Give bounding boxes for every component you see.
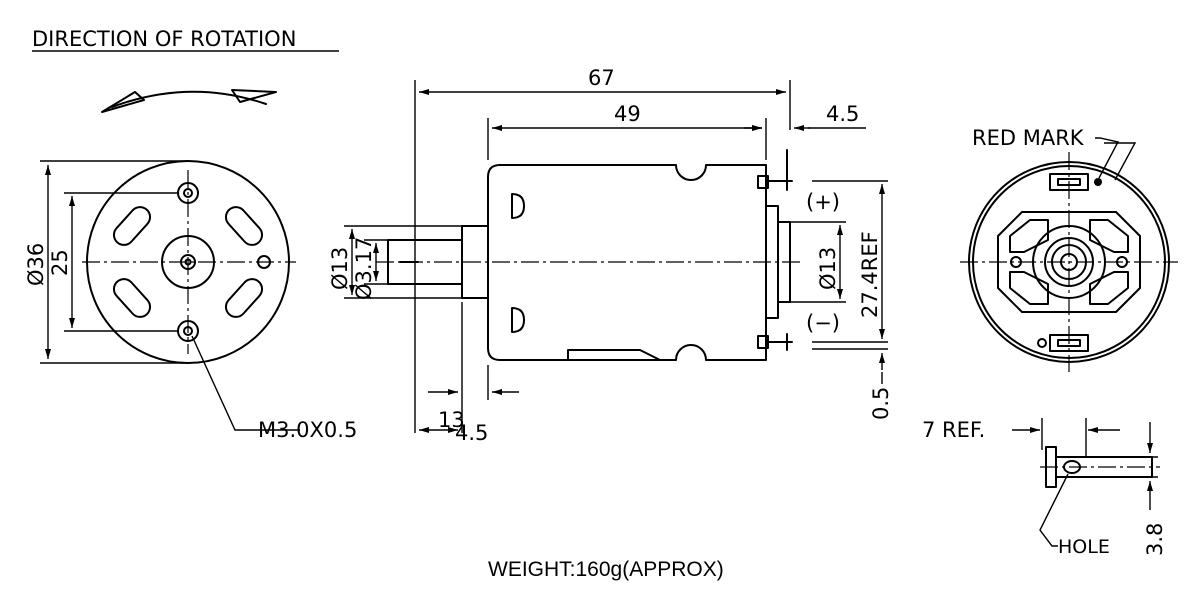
polarity-positive: (+) (806, 190, 840, 214)
thread-note: M3.0X0.5 (258, 418, 357, 442)
dim-terminal-thickness: 0.5 (869, 387, 893, 420)
rear-view: RED MARK (960, 126, 1178, 372)
title-block: DIRECTION OF ROTATION (32, 27, 339, 52)
terminal-detail: 7 REF. 3.8 HOLE (922, 418, 1167, 558)
dim-boss-length: 4.5 (455, 421, 488, 445)
dim-overall-length: 67 (588, 66, 615, 90)
hole-label: HOLE (1058, 536, 1110, 558)
front-view: Ø36 25 M3.0X0.5 (24, 160, 357, 442)
weight-note: WEIGHT:160g(APPROX) (488, 558, 724, 581)
dim-outer-diameter: Ø36 (24, 243, 48, 286)
vent-slots (112, 206, 264, 318)
dim-boss-diameter: Ø13 (328, 247, 352, 290)
red-mark-label: RED MARK (972, 126, 1085, 150)
dim-terminal-height: 3.8 (1143, 523, 1167, 556)
rotation-arrow-icon (101, 89, 277, 113)
dim-rear-boss-diameter: Ø13 (816, 247, 840, 290)
polarity-negative: (−) (806, 311, 840, 335)
dim-body-length: 49 (614, 102, 641, 126)
dim-terminal-spacing: 27.4REF (858, 231, 882, 318)
rear-brush-holder (997, 211, 1141, 313)
dim-terminal-length: 4.5 (826, 102, 859, 126)
side-view: 67 49 4.5 Ø13 Ø3.17 Ø13 27.4REF (+) (−) (328, 66, 893, 445)
dim-shaft-length: 13 (438, 408, 465, 432)
direction-title: DIRECTION OF ROTATION (32, 27, 296, 51)
dim-shaft-diameter: Ø3.17 (352, 237, 376, 300)
red-mark-dot-icon (1094, 178, 1102, 186)
dim-bolt-circle: 25 (48, 249, 72, 276)
terminal-ref-label: 7 REF. (922, 418, 985, 442)
motor-body (487, 164, 767, 361)
